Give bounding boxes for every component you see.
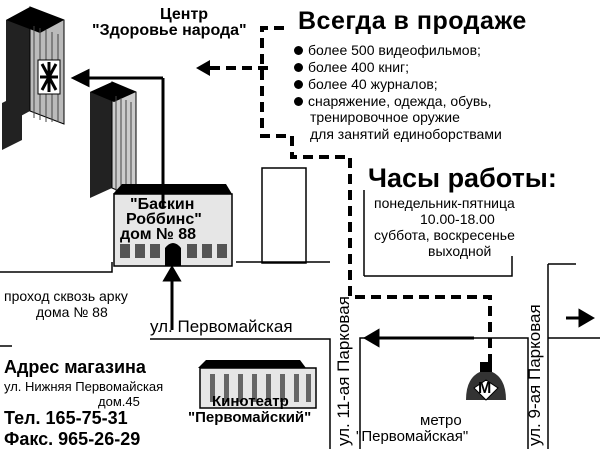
center-building-icon <box>2 6 65 150</box>
address-title: Адрес магазина <box>4 357 146 377</box>
metro-letter: M <box>478 380 492 397</box>
sale-title: Всегда в продаже <box>298 7 527 35</box>
hours-weekdays: понедельник-пятница <box>374 195 515 211</box>
sale-item: снаряжение, одежда, обувь, <box>292 93 492 110</box>
street-label-11-parkovaya: ул. 11-ая Парковая <box>334 296 353 446</box>
street-label-9-parkovaya: ул. 9-ая Парковая <box>525 304 544 446</box>
center-label-line1: Центр <box>160 6 209 23</box>
hours-weekday-time: 10.00-18.00 <box>420 211 495 227</box>
address-phone: Тел. 165-75-31 <box>4 408 128 428</box>
house-88-icon <box>113 184 233 267</box>
address-fax: Факс. 965-26-29 <box>4 429 141 449</box>
cinema-building-icon <box>198 360 317 409</box>
hours-weekend: суббота, воскресенье <box>374 227 515 243</box>
hours-weekend-status: выходной <box>428 243 492 259</box>
metro-marker-icon <box>466 362 506 401</box>
sale-item-continuation: для занятий единоборствами <box>310 126 502 142</box>
hours-title: Часы работы: <box>368 163 557 193</box>
sale-item: более 400 книг; <box>292 59 492 76</box>
metro-label-line2: "Первомайская" <box>356 428 469 445</box>
center-label-line2: "Здоровье народа" <box>92 22 247 39</box>
cinema-label-line1: Кинотеатр <box>212 393 289 410</box>
address-house: дом.45 <box>98 394 140 409</box>
cinema-label-line2: "Первомайский" <box>188 409 312 426</box>
sale-item: более 40 журналов; <box>292 76 492 93</box>
baskin-label-line3: дом № 88 <box>120 226 197 243</box>
sale-item-continuation: тренировочное оружие <box>310 109 460 125</box>
baskin-label-line2: Роббинс" <box>126 211 202 228</box>
sale-list: более 500 видеофильмов; более 400 книг; … <box>292 42 492 110</box>
sale-item: более 500 видеофильмов; <box>292 42 492 59</box>
baskin-label-line1: "Баскин <box>130 196 195 213</box>
passage-label-line1: проход сквозь арку <box>4 288 128 304</box>
address-street: ул. Нижняя Первомайская <box>4 379 164 394</box>
street-label-pervomayskaya: ул. Первомайская <box>150 317 293 336</box>
passage-label-line2: дома № 88 <box>36 304 108 320</box>
office-building-icon <box>90 81 137 199</box>
metro-label-line1: метро <box>420 412 462 429</box>
